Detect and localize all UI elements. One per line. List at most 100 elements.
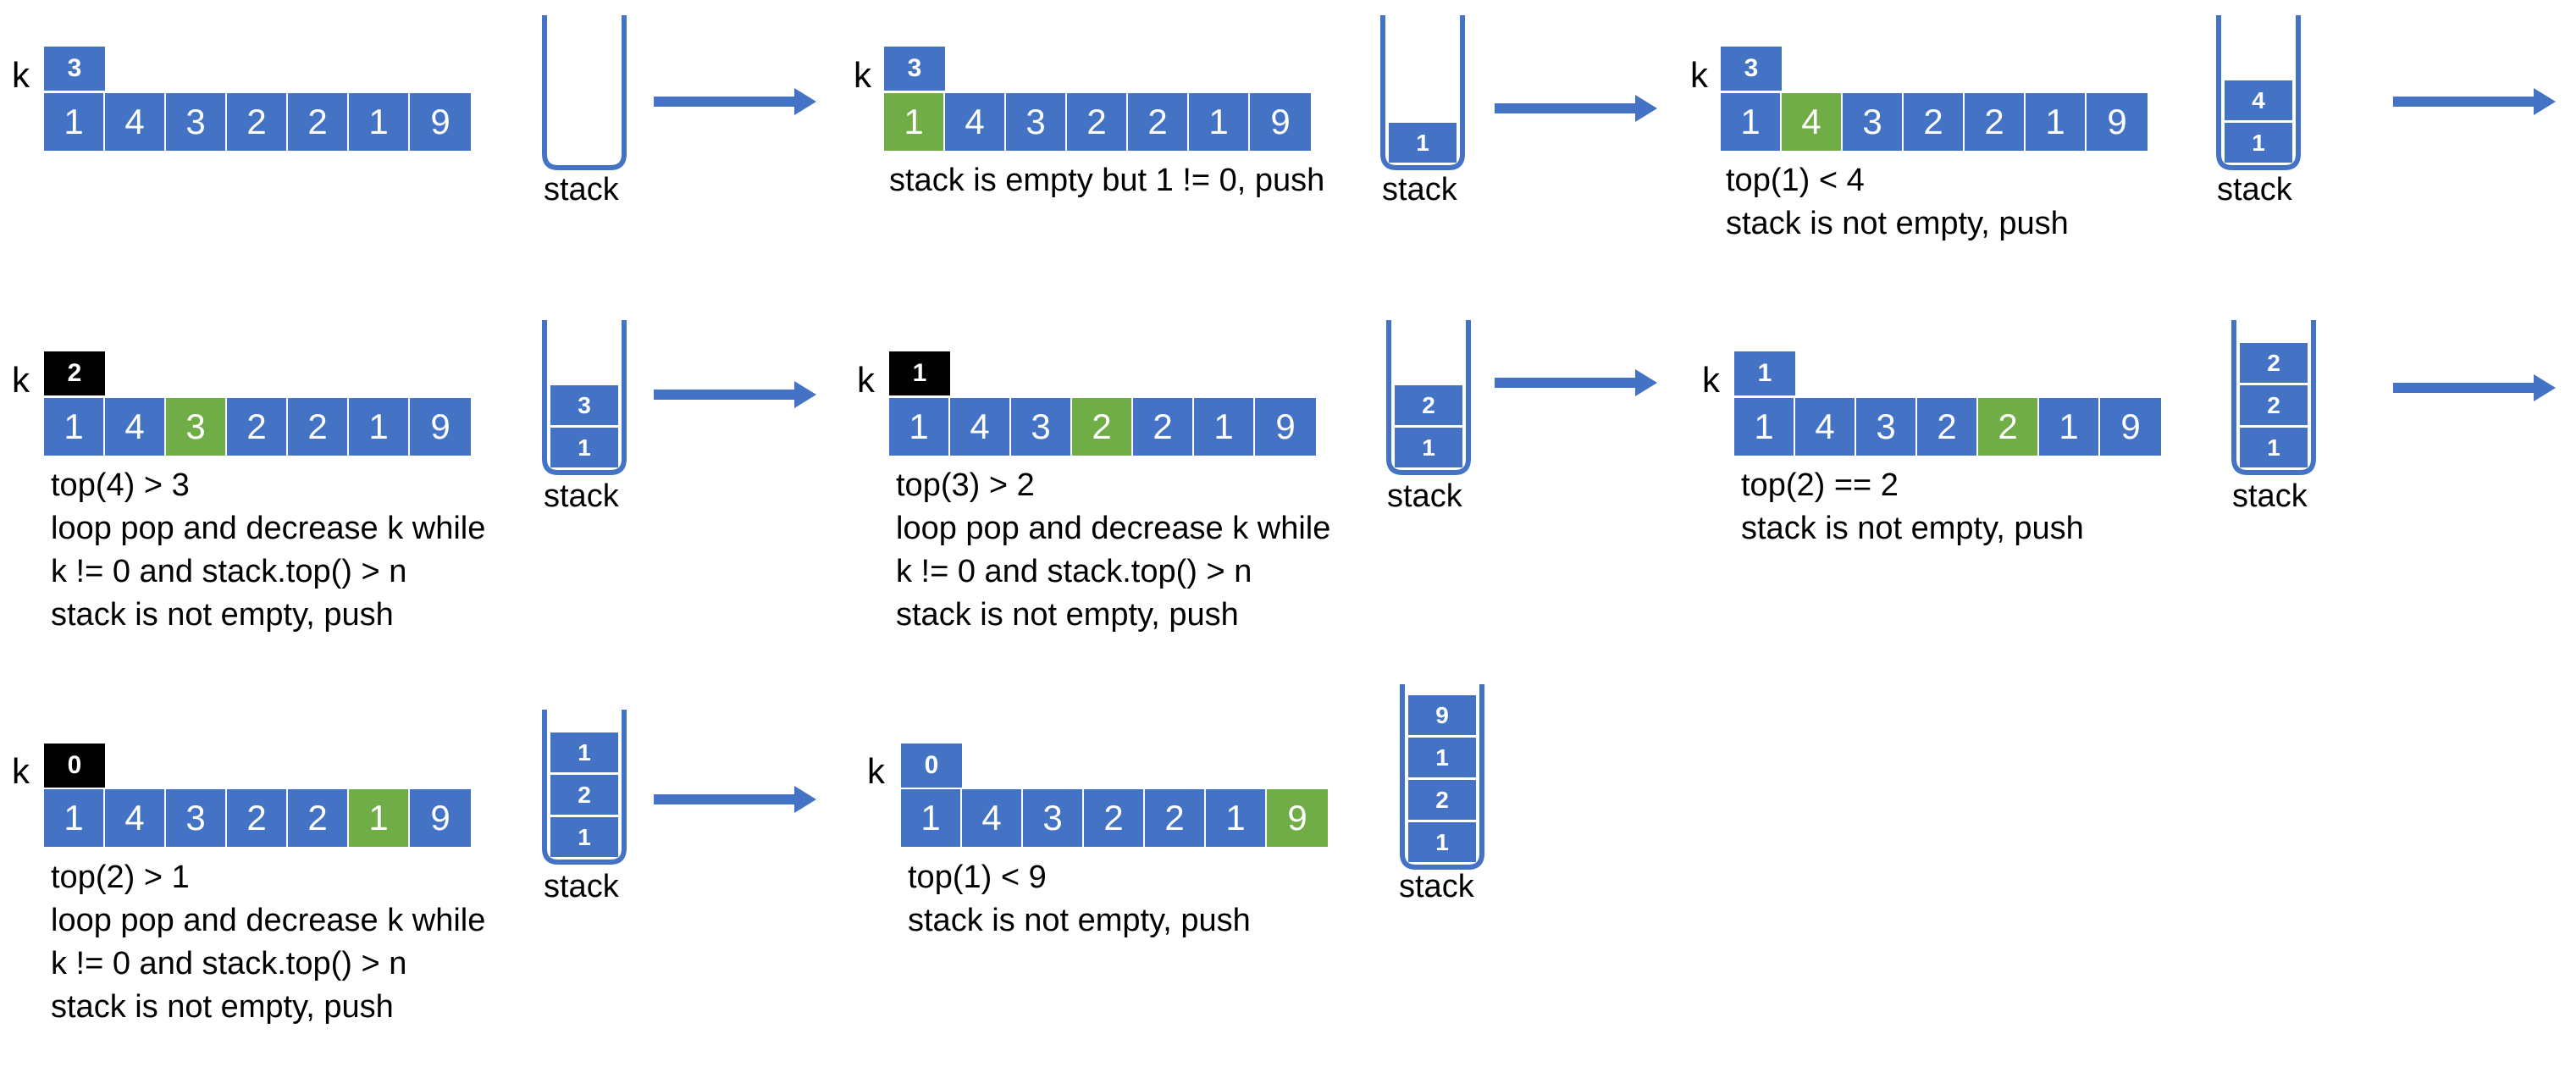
array-cell: 4: [105, 789, 166, 847]
stack-caption: stack: [1387, 478, 1462, 514]
stack-item: 4: [2225, 78, 2292, 120]
array-cell: 3: [1023, 789, 1084, 847]
array-cell: 2: [1965, 93, 2026, 151]
stack-container: [538, 15, 631, 173]
array-cell: 9: [2100, 398, 2161, 456]
array-cell: 1: [901, 789, 962, 847]
array-cell: 2: [288, 789, 349, 847]
array-cell: 1: [44, 398, 105, 456]
array-cell: 2: [227, 789, 288, 847]
array-cell: 1: [1721, 93, 1782, 151]
k-label: k: [1690, 55, 1708, 95]
array-cell: 2: [1084, 789, 1145, 847]
array-cell-current: 2: [1978, 398, 2039, 456]
next-step-arrow: [654, 88, 816, 115]
k-label: k: [1702, 360, 1720, 400]
stack-item: 1: [2225, 120, 2292, 163]
stack-caption: stack: [1399, 869, 1474, 904]
stack-item: 1: [550, 425, 618, 467]
stack-outline: [542, 15, 627, 170]
array-cell: 2: [288, 398, 349, 456]
explanation-line: top(2) > 1: [51, 860, 190, 895]
explanation-line: loop pop and decrease k while: [896, 511, 1331, 546]
array-cell: 1: [1206, 789, 1267, 847]
stack-item: 1: [1389, 120, 1457, 163]
explanation-line: stack is not empty, push: [51, 597, 394, 633]
k-value-box: 3: [44, 47, 105, 91]
array-cell-current: 1: [884, 93, 945, 151]
array-cell-current: 2: [1072, 398, 1133, 456]
array-cell: 2: [1128, 93, 1189, 151]
explanation-line: stack is not empty, push: [908, 903, 1251, 938]
array-cell: 1: [349, 93, 410, 151]
stack-item: 1: [550, 815, 618, 857]
stack-item: 2: [2240, 340, 2308, 383]
k-label: k: [867, 751, 885, 791]
stack-item: 3: [550, 383, 618, 425]
stack-item: 1: [1408, 735, 1476, 777]
stack-items: 1: [1389, 120, 1457, 163]
array-cell: 3: [166, 789, 227, 847]
explanation-line: top(2) == 2: [1741, 467, 1899, 503]
stack-outline: [2216, 15, 2301, 170]
k-label: k: [854, 55, 871, 95]
array-cell: 9: [410, 789, 471, 847]
stack-item: 2: [1408, 777, 1476, 820]
stack-caption: stack: [544, 172, 619, 207]
array-cell: 3: [1006, 93, 1067, 151]
stack-caption: stack: [1382, 172, 1457, 207]
next-step-arrow: [1495, 95, 1657, 122]
stack-item: 2: [550, 772, 618, 815]
stack-outline: [1400, 684, 1484, 870]
array-cell: 3: [1856, 398, 1917, 456]
stack-item: 1: [2240, 425, 2308, 467]
array-cell: 4: [1795, 398, 1856, 456]
explanation-line: k != 0 and stack.top() > n: [896, 554, 1252, 589]
array-cell: 9: [1250, 93, 1311, 151]
k-value-box: 0: [44, 744, 105, 788]
array-cell: 1: [44, 93, 105, 151]
k-value-box: 3: [884, 47, 945, 91]
next-step-arrow: [654, 786, 816, 813]
k-label: k: [12, 360, 30, 400]
array-cell: 2: [1917, 398, 1978, 456]
explanation-line: stack is empty but 1 != 0, push: [889, 163, 1325, 198]
array-cell: 4: [105, 398, 166, 456]
array-cell-current: 4: [1782, 93, 1843, 151]
explanation-line: k != 0 and stack.top() > n: [51, 554, 407, 589]
array-cell: 9: [410, 398, 471, 456]
explanation-line: loop pop and decrease k while: [51, 903, 486, 938]
k-value-box: 1: [889, 351, 950, 395]
array-cell-current: 9: [1267, 789, 1328, 847]
stack-caption: stack: [544, 478, 619, 514]
stack-outline: [1386, 320, 1471, 475]
explanation-line: top(1) < 4: [1726, 163, 1865, 198]
array-cell: 1: [889, 398, 950, 456]
explanation-line: loop pop and decrease k while: [51, 511, 486, 546]
stack-item: 1: [1408, 820, 1476, 862]
k-value-box: 3: [1721, 47, 1782, 91]
array-cell-current: 3: [166, 398, 227, 456]
k-label: k: [12, 55, 30, 95]
stack-outline: [1380, 15, 1465, 170]
array-cell: 4: [962, 789, 1023, 847]
stack-outline: [542, 320, 627, 475]
array-cell: 4: [945, 93, 1006, 151]
